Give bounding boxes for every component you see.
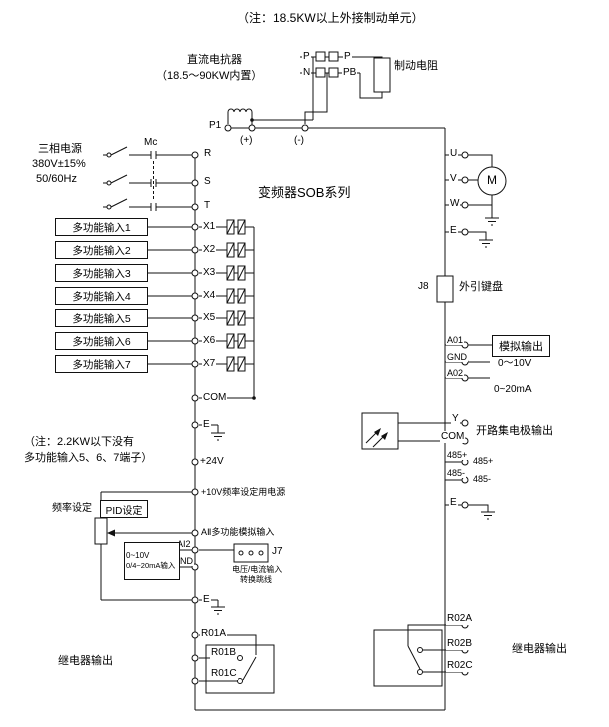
terminal-r02a: R02A (446, 613, 474, 625)
terminal-x6: X6 (202, 335, 217, 347)
terminal-x2: X2 (202, 244, 217, 256)
terminal-10v-label: +10V频率设定用电源 (200, 487, 287, 498)
j7-note-2: 转换跳线 (240, 575, 272, 584)
relay2-box (373, 629, 443, 687)
brake-terminal-n: N (302, 67, 312, 79)
terminal-plus: (+) (240, 135, 253, 146)
terminal-gnd-left: GND (172, 556, 194, 567)
open-collector-label: 开路集电极输出 (476, 425, 553, 437)
terminal-r02c: R02C (446, 660, 474, 672)
input-box-4: 多功能输入4 (55, 287, 148, 305)
terminal-s: S (203, 176, 212, 188)
input-box-5: 多功能输入5 (55, 309, 148, 327)
brake-resistor-label: 制动电阻 (394, 60, 438, 72)
terminal-485-plus: 485+ (446, 450, 469, 461)
terminal-x3: X3 (202, 267, 217, 279)
terminal-x7: X7 (202, 358, 217, 370)
dc-reactor-icon (227, 108, 253, 113)
wire-485-minus: 485- (473, 474, 492, 484)
terminal-gnd-right: GND (446, 352, 468, 363)
note-small-power-1: （注：2.2KW以下没有 (24, 436, 135, 448)
analog-input-note: AⅡ多功能模拟输入 (200, 527, 276, 538)
input-box-7: 多功能输入7 (55, 355, 148, 373)
j8-label: J8 (418, 281, 429, 292)
terminal-ai2: AI2 (176, 539, 192, 550)
relay-contact-icons (237, 647, 423, 684)
motor-label: M (487, 173, 497, 187)
terminal-u: U (449, 148, 459, 160)
terminal-y: Y (451, 413, 460, 425)
opto-output-icon (361, 412, 399, 450)
terminal-x5: X5 (202, 312, 217, 324)
relay2-output-label: 继电器输出 (512, 643, 567, 655)
terminal-a02: A02 (446, 368, 465, 379)
brake-terminal-p-right: P (343, 51, 352, 63)
terminal-r01a: R01A (200, 628, 228, 640)
switch-icons (103, 146, 192, 211)
terminal-24v: +24V (200, 456, 224, 467)
j8-connector-icon (436, 275, 454, 303)
motor-icon (477, 166, 507, 196)
analog-range-0-20ma: 0~20mA (494, 384, 532, 395)
terminal-v: V (449, 173, 458, 185)
component-shapes (94, 51, 507, 694)
terminal-p1: P1 (208, 120, 223, 132)
note-small-power-2: 多功能输入5、6、7端子） (24, 452, 153, 464)
brake-unit-terminals (315, 51, 339, 78)
terminal-w: W (449, 198, 461, 210)
power-source-label: 三相电源 (38, 143, 82, 155)
terminal-com: COM (202, 392, 228, 404)
terminal-e-upper: E (202, 419, 211, 431)
input-box-6: 多功能输入6 (55, 332, 148, 350)
junction-dots (250, 118, 256, 400)
inverter-title: 变频器SOB系列 (258, 185, 351, 200)
analog-range-0-10v: 0～10V (498, 358, 532, 369)
analog-output-label: 模拟输出 (492, 335, 550, 357)
terminal-com-right: COM (440, 431, 466, 443)
terminal-e-right-lower: E (449, 497, 458, 509)
external-keypad-label: 外引键盘 (459, 281, 503, 293)
brake-resistor-icon (373, 57, 391, 93)
terminal-e-right-upper: E (449, 225, 458, 237)
terminal-a01: A01 (446, 335, 465, 346)
terminal-r: R (203, 148, 213, 160)
range-0-10v: 0~10V (126, 551, 150, 560)
j7-note-1: 电压/电流输入 (232, 565, 283, 574)
terminal-x1: X1 (202, 221, 217, 233)
range-0-20ma: 0/4~20mA输入 (126, 561, 176, 570)
terminal-485-minus: 485- (446, 468, 467, 479)
input-box-1: 多功能输入1 (55, 218, 148, 236)
terminal-r02b: R02B (446, 638, 474, 650)
relay1-output-label: 继电器输出 (58, 655, 113, 667)
analog-range-box: 0~10V 0/4~20mA输入 (124, 542, 180, 580)
brake-terminal-p-left: P (302, 51, 311, 63)
brake-terminal-pb: PB (342, 67, 358, 79)
terminal-e-lower: E (202, 594, 211, 606)
note-brake-unit: （注：18.5KW以上外接制动单元） (237, 11, 424, 25)
j7-jumper-icon (233, 543, 269, 563)
relay1-box (205, 644, 275, 694)
input-box-3: 多功能输入3 (55, 264, 148, 282)
wires (100, 56, 499, 711)
terminal-x4: X4 (202, 290, 217, 302)
wire-485-plus: 485+ (473, 456, 494, 466)
terminal-r01c: R01C (210, 668, 238, 680)
terminal-minus: (-) (294, 135, 304, 146)
input-box-2: 多功能输入2 (55, 241, 148, 259)
freq-set-label: 频率设定 (52, 503, 92, 514)
ground-icon (485, 195, 499, 226)
j7-label: J7 (272, 546, 283, 557)
pid-set-label: PID设定 (100, 500, 148, 518)
dc-reactor-sublabel: （18.5～90KW内置） (156, 70, 263, 82)
terminal-r01b: R01B (210, 647, 238, 659)
power-voltage-label: 380V±15% (32, 158, 86, 170)
contactor-label: Mc (144, 137, 158, 148)
terminal-t: T (203, 200, 212, 212)
power-frequency-label: 50/60Hz (36, 173, 77, 185)
dc-reactor-label: 直流电抗器 (187, 54, 242, 66)
potentiometer-icon (94, 517, 115, 545)
terminal-circles (106, 124, 469, 685)
